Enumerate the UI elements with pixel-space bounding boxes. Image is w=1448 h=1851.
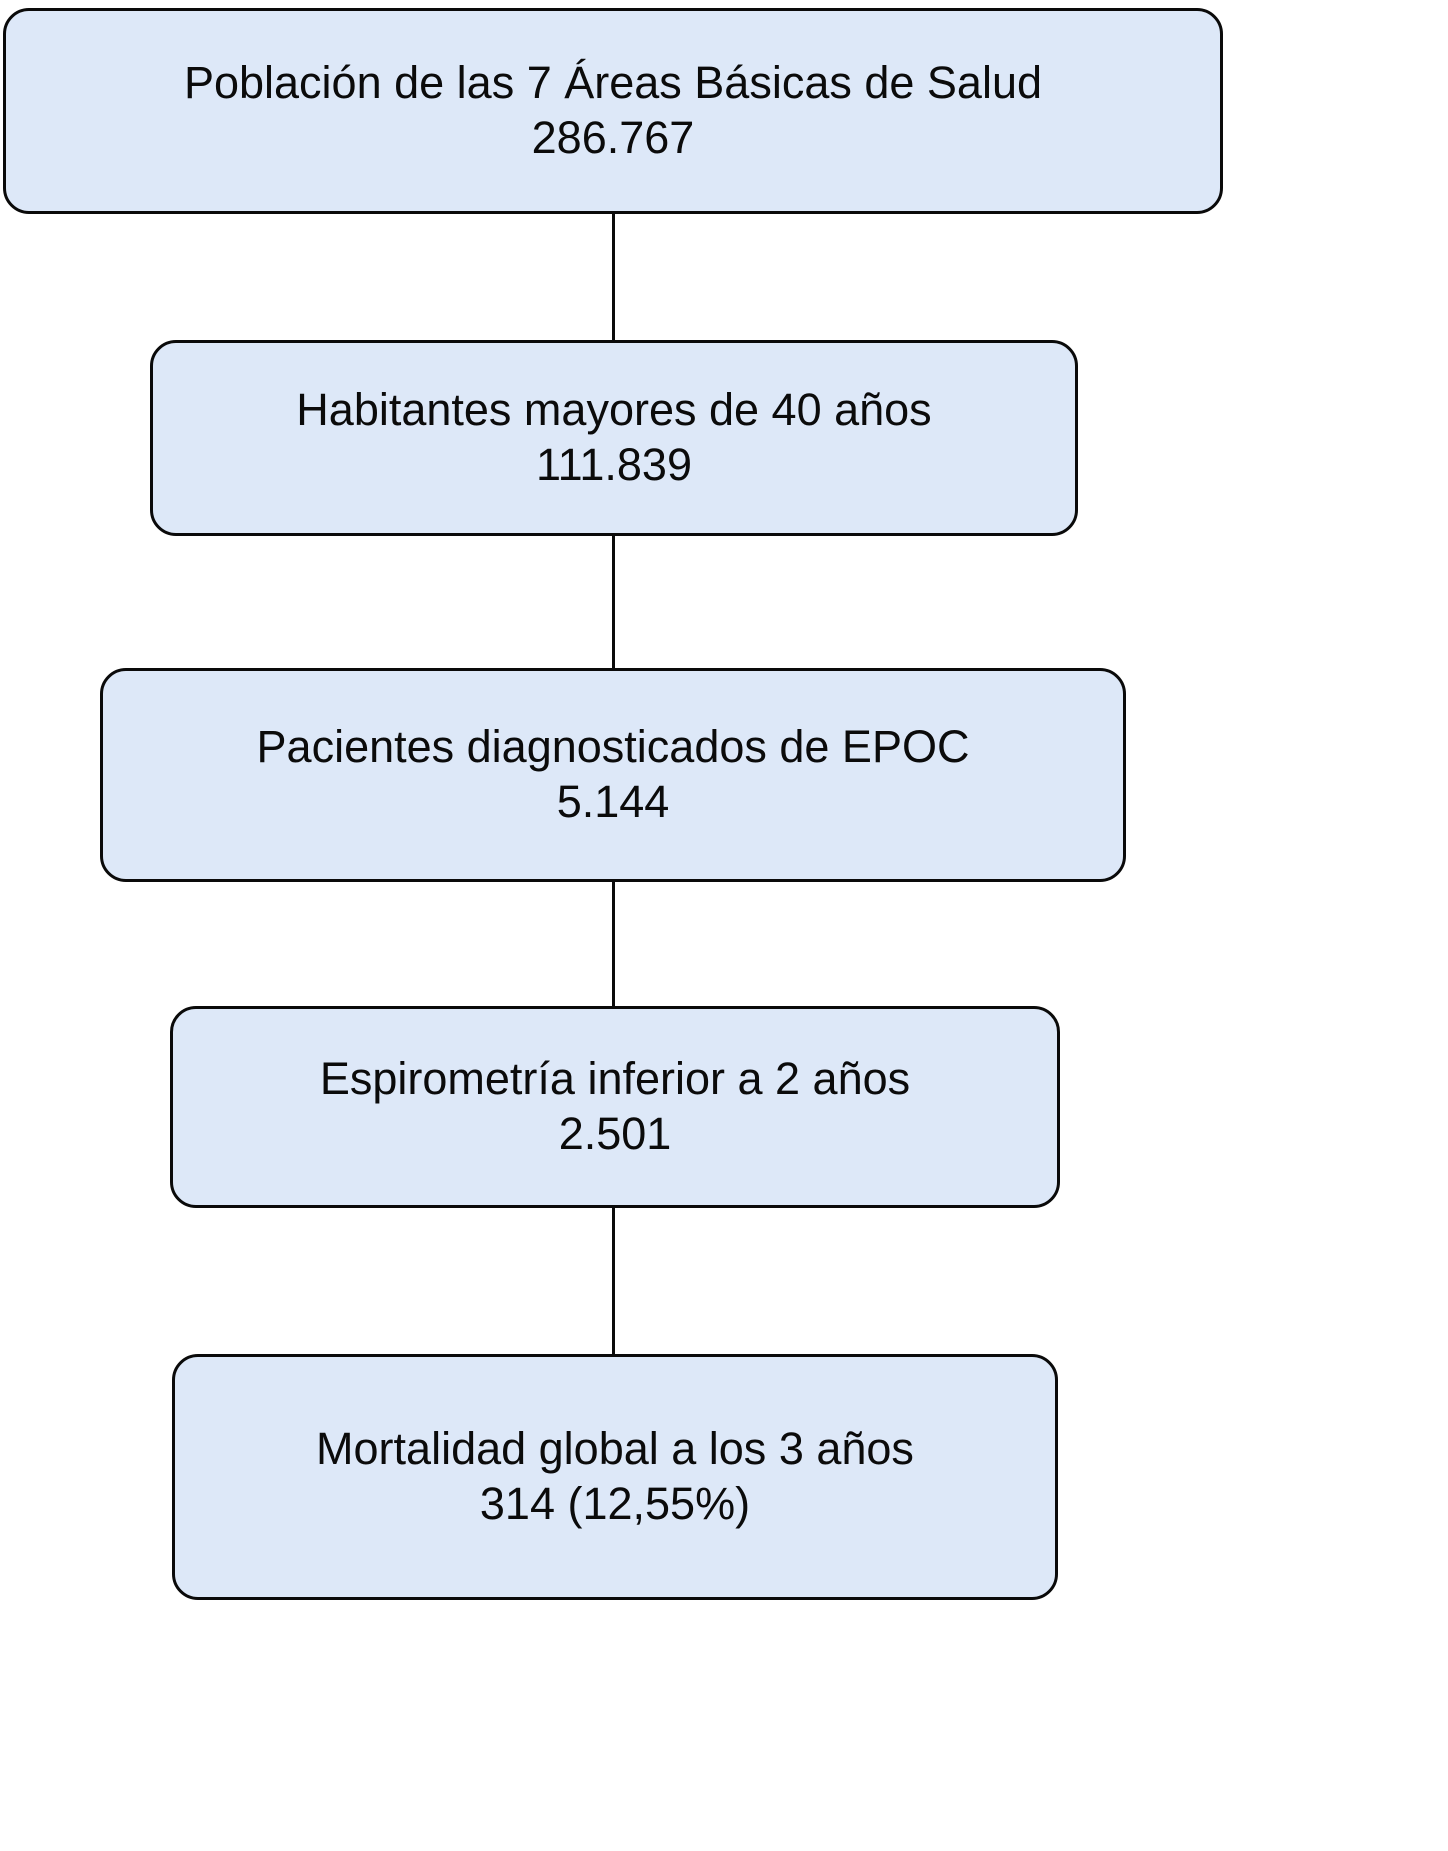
flow-node-label: Pacientes diagnosticados de EPOC (256, 721, 970, 773)
connector-epoc-espirometria (612, 880, 615, 1008)
connector-poblacion-habitantes (612, 212, 615, 344)
flow-node-mortalidad[interactable]: Mortalidad global a los 3 años 314 (12,5… (172, 1354, 1058, 1600)
flow-node-label: Espirometría inferior a 2 años (319, 1053, 911, 1105)
flow-node-label: Población de las 7 Áreas Básicas de Salu… (183, 57, 1043, 109)
flow-node-value: 2.501 (558, 1108, 672, 1159)
flow-node-value: 111.839 (536, 439, 692, 490)
flow-node-value: 286.767 (531, 112, 695, 163)
flow-node-epoc[interactable]: Pacientes diagnosticados de EPOC 5.144 (100, 668, 1126, 882)
flow-node-habitantes[interactable]: Habitantes mayores de 40 años 111.839 (150, 340, 1078, 536)
connector-habitantes-epoc (612, 534, 615, 672)
flow-node-value: 5.144 (556, 776, 670, 827)
connector-espirometria-mortalidad (612, 1206, 615, 1356)
flow-node-label: Habitantes mayores de 40 años (296, 384, 932, 436)
flow-node-value: 314 (12,55%) (479, 1478, 751, 1529)
flow-node-espirometria[interactable]: Espirometría inferior a 2 años 2.501 (170, 1006, 1060, 1208)
flow-node-poblacion[interactable]: Población de las 7 Áreas Básicas de Salu… (3, 8, 1223, 214)
flow-node-label: Mortalidad global a los 3 años (316, 1423, 914, 1475)
